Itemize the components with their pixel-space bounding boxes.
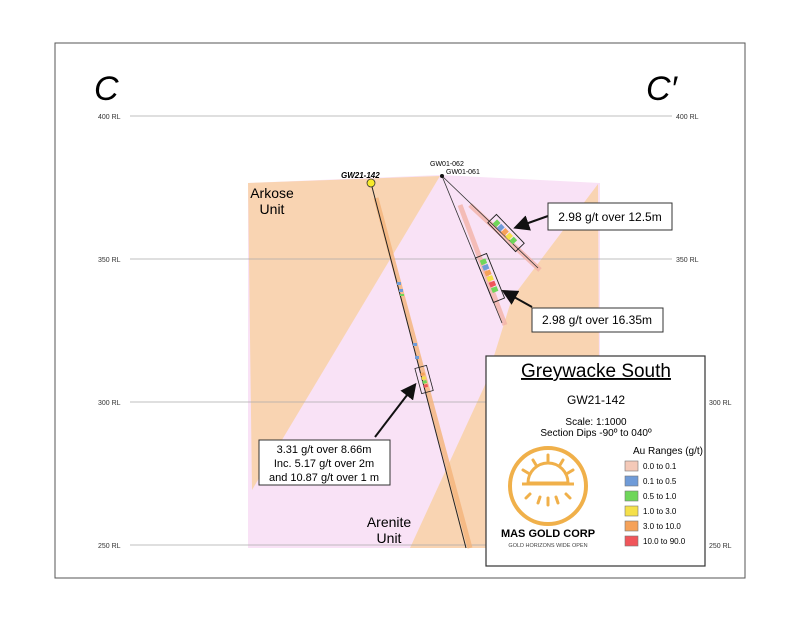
hole-label-gw21-142: GW21-142 [341, 171, 380, 180]
arkose-label-2: Unit [260, 201, 285, 217]
section-label-left: C [94, 70, 119, 108]
callout-arrow [513, 215, 549, 231]
rl-label-left: 300 RL [98, 400, 121, 407]
logo-tagline: GOLD HORIZONS WIDE OPEN [508, 543, 587, 549]
rl-label-right: 300 RL [709, 400, 732, 407]
legend-swatch [624, 535, 639, 547]
drill-hole-gw01-061[interactable] [441, 175, 539, 269]
drill-hole-gw21-142[interactable] [370, 182, 467, 549]
legend-range-label: 1.0 to 3.0 [643, 507, 677, 516]
callout-gw21-142-line3: and 10.87 g/t over 1 m [269, 472, 379, 484]
collar-marker [440, 174, 444, 178]
hole-label-gw01-062: GW01-062 [430, 161, 464, 168]
legend-dips: Section Dips -90º to 040º [540, 428, 652, 439]
legend-swatch [624, 520, 639, 532]
rl-label-right: 350 RL [676, 257, 699, 264]
arkose-label-1: Arkose [250, 185, 294, 201]
legend-range-label: 3.0 to 10.0 [643, 522, 681, 531]
legend-range-label: 0.1 to 0.5 [643, 477, 677, 486]
legend-swatch [624, 490, 639, 502]
collar-marker[interactable] [366, 178, 376, 188]
callout-gw01-062: 2.98 g/t over 16.35m [542, 313, 652, 327]
callout-arrow [501, 290, 533, 308]
section-label-right: C′ [646, 70, 679, 108]
intercept-box-gw21-142[interactable] [414, 364, 434, 395]
callout-arrow [374, 382, 417, 438]
legend-swatch [624, 505, 639, 517]
legend-swatch [624, 475, 639, 487]
callout-gw21-142-line2: Inc. 5.17 g/t over 2m [274, 458, 374, 470]
legend-range-label: 0.5 to 1.0 [643, 492, 677, 501]
logo-name: MAS GOLD CORP [501, 528, 595, 540]
callout-gw21-142-line1: 3.31 g/t over 8.66m [277, 444, 372, 456]
mas-gold-logo: MAS GOLD CORP GOLD HORIZONS WIDE OPEN [501, 446, 595, 549]
intercept-box-gw01-061[interactable] [487, 213, 525, 253]
legend-range-label: 10.0 to 90.0 [643, 537, 686, 546]
legend-swatch [624, 460, 639, 472]
legend-ranges-title: Au Ranges (g/t) [633, 446, 703, 457]
rl-label-left: 350 RL [98, 257, 121, 264]
legend-panel: Greywacke South GW21-142 Scale: 1:1000 S… [485, 355, 706, 567]
callout-gw01-061: 2.98 g/t over 12.5m [558, 210, 661, 224]
rl-label-left: 400 RL [98, 114, 121, 121]
legend-title: Greywacke South [521, 361, 671, 382]
rl-label-right: 400 RL [676, 114, 699, 121]
arenite-label-1: Arenite [367, 514, 412, 530]
intercept-box-gw01-062[interactable] [474, 252, 506, 304]
legend-scale: Scale: 1:1000 [565, 417, 627, 428]
rl-label-right: 250 RL [709, 543, 732, 550]
frame [54, 42, 746, 579]
legend-hole: GW21-142 [567, 393, 625, 407]
arenite-label-2: Unit [377, 530, 402, 546]
legend-range-label: 0.0 to 0.1 [643, 462, 677, 471]
rl-label-left: 250 RL [98, 543, 121, 550]
hole-label-gw01-061: GW01-061 [446, 169, 480, 176]
